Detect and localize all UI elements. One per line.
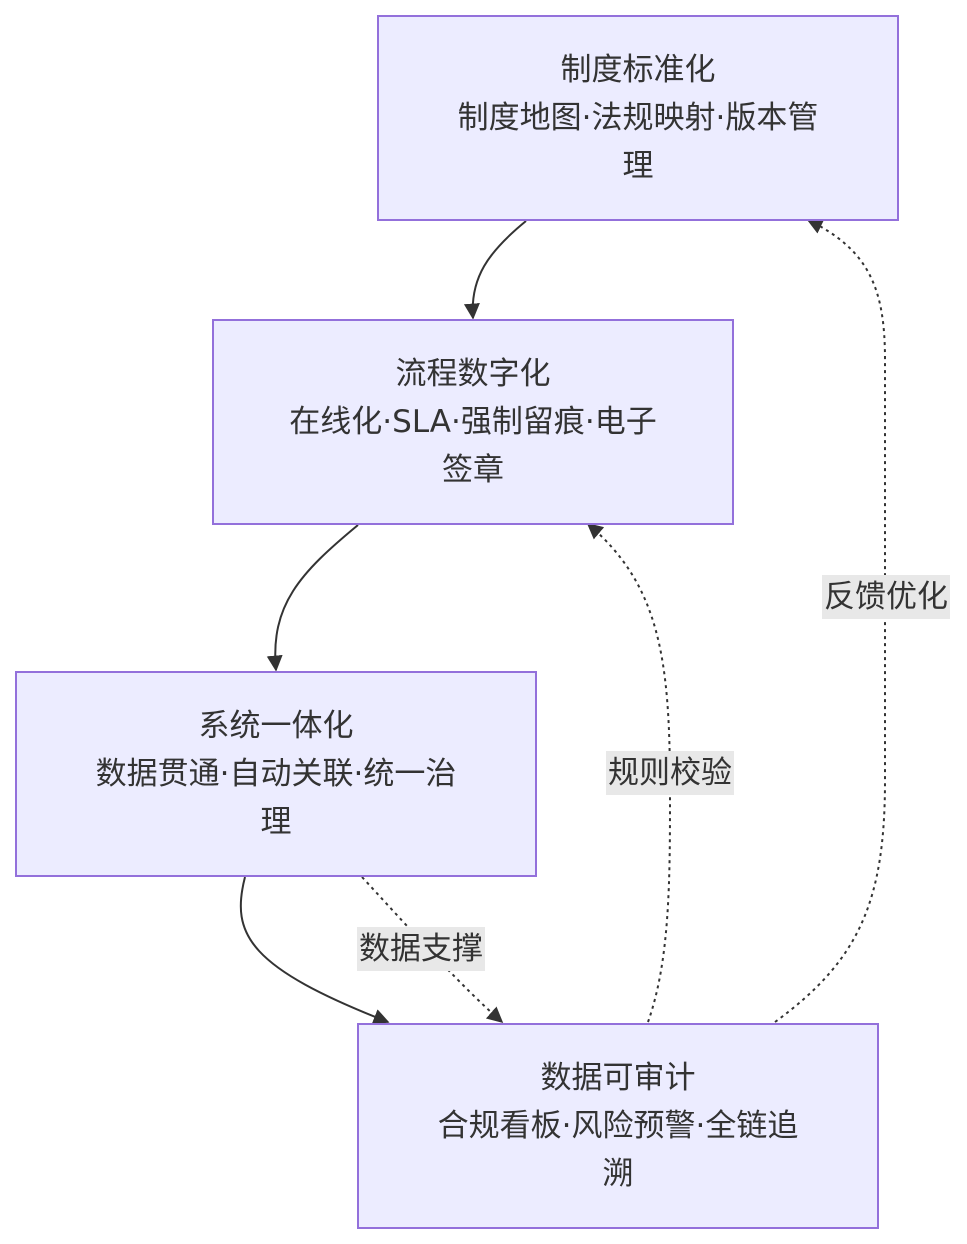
node-desc-line: 制度地图·法规映射·版本管 xyxy=(457,100,819,136)
edge-label-feedback: 反馈优化 xyxy=(822,575,950,619)
node-standardization[interactable]: 制度标准化 制度地图·法规映射·版本管 理 xyxy=(377,15,899,221)
node-title: 系统一体化 xyxy=(198,708,354,744)
edge-label-data-support: 数据支撑 xyxy=(357,927,485,971)
node-desc-line: 签章 xyxy=(442,452,504,488)
node-desc-line: 理 xyxy=(260,804,292,840)
node-auditability[interactable]: 数据可审计 合规看板·风险预警·全链追 溯 xyxy=(357,1023,879,1229)
node-desc-line: 合规看板·风险预警·全链追 xyxy=(437,1108,799,1144)
edge-process-to-system xyxy=(266,524,359,672)
node-desc-line: 在线化·SLA·强制留痕·电子 xyxy=(289,404,657,440)
node-title: 数据可审计 xyxy=(540,1060,696,1096)
edge-standard-to-process xyxy=(463,220,527,320)
node-desc-line: 数据贯通·自动关联·统一治 xyxy=(95,756,457,792)
node-digitalization[interactable]: 流程数字化 在线化·SLA·强制留痕·电子 签章 xyxy=(212,319,734,525)
node-integration[interactable]: 系统一体化 数据贯通·自动关联·统一治 理 xyxy=(15,671,537,877)
edge-system-to-audit-dotted xyxy=(361,876,504,1024)
node-desc-line: 溯 xyxy=(602,1156,634,1192)
edge-audit-to-standard xyxy=(774,219,886,1023)
node-title: 流程数字化 xyxy=(395,356,551,392)
edge-label-rule-check: 规则校验 xyxy=(606,751,734,795)
node-desc-line: 理 xyxy=(622,148,654,184)
node-title: 制度标准化 xyxy=(560,52,716,88)
edge-system-to-audit xyxy=(239,876,390,1025)
